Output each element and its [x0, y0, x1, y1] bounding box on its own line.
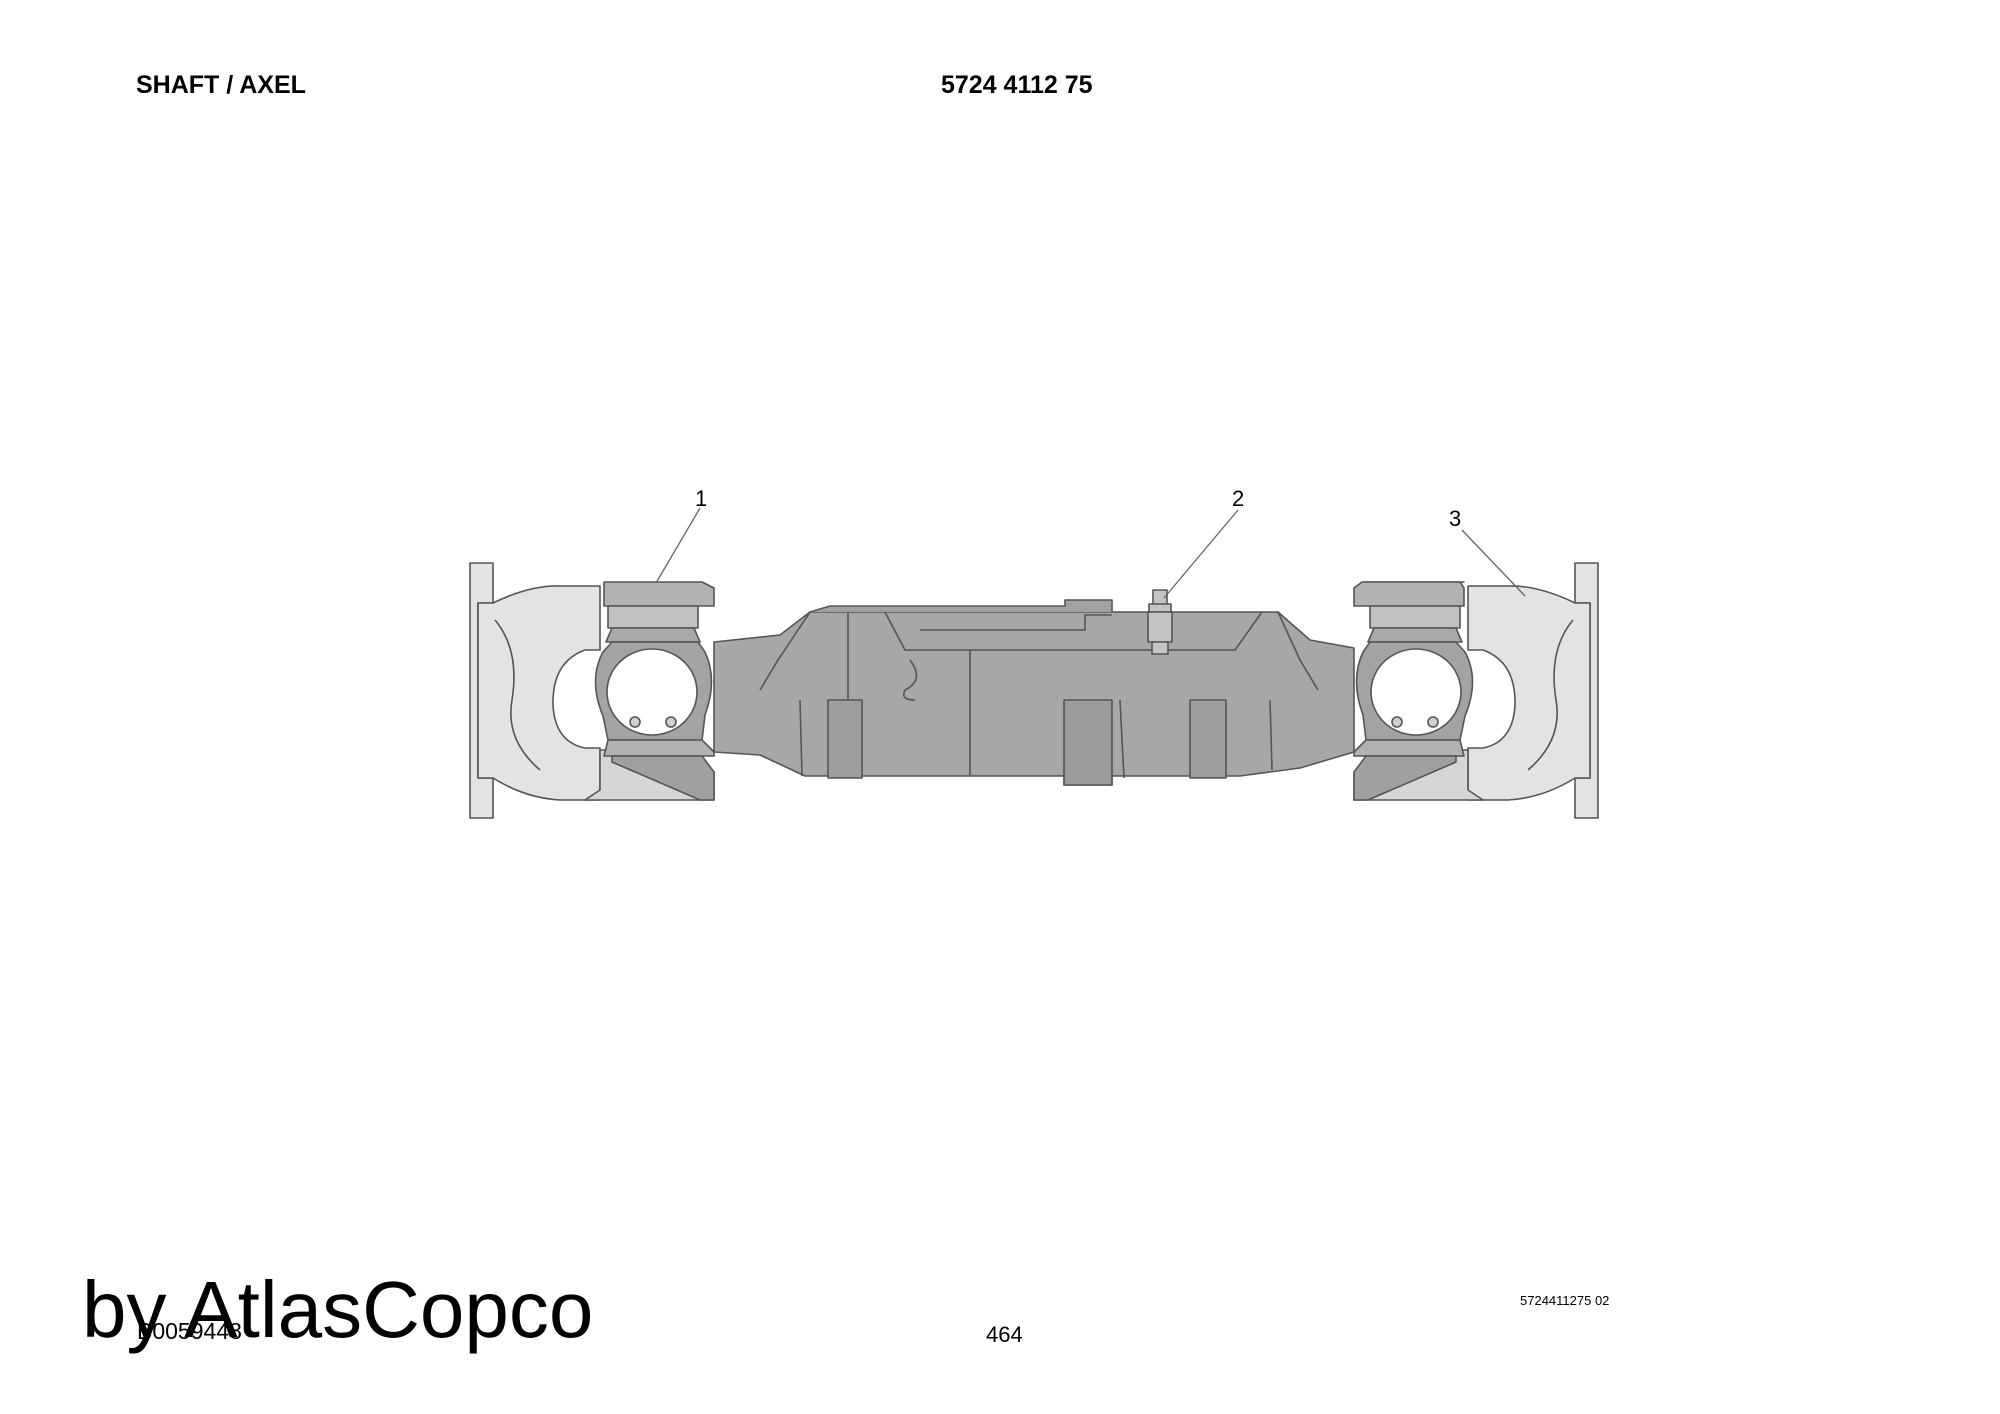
callout-3: 3 — [1449, 506, 1461, 531]
grease-nipple — [1147, 589, 1173, 655]
part-number: 5724 4112 75 — [941, 71, 1093, 99]
drawing-code: B0059448 — [137, 1318, 242, 1344]
callout-1-leader — [655, 507, 701, 584]
callout-2: 2 — [1232, 486, 1244, 511]
atlascopco-watermark: by AtlasCopco — [82, 1265, 594, 1354]
callout-2-leader — [1163, 509, 1239, 599]
right-universal-joint — [1353, 581, 1474, 801]
document-reference: 5724411275 02 — [1520, 1293, 1610, 1308]
page-title: SHAFT / AXEL — [136, 71, 306, 99]
callout-1: 1 — [695, 486, 707, 511]
shaft-tube — [713, 599, 1355, 786]
page-number: 464 — [986, 1322, 1023, 1347]
left-universal-joint — [594, 581, 715, 801]
callout-3-leader — [1461, 529, 1526, 597]
